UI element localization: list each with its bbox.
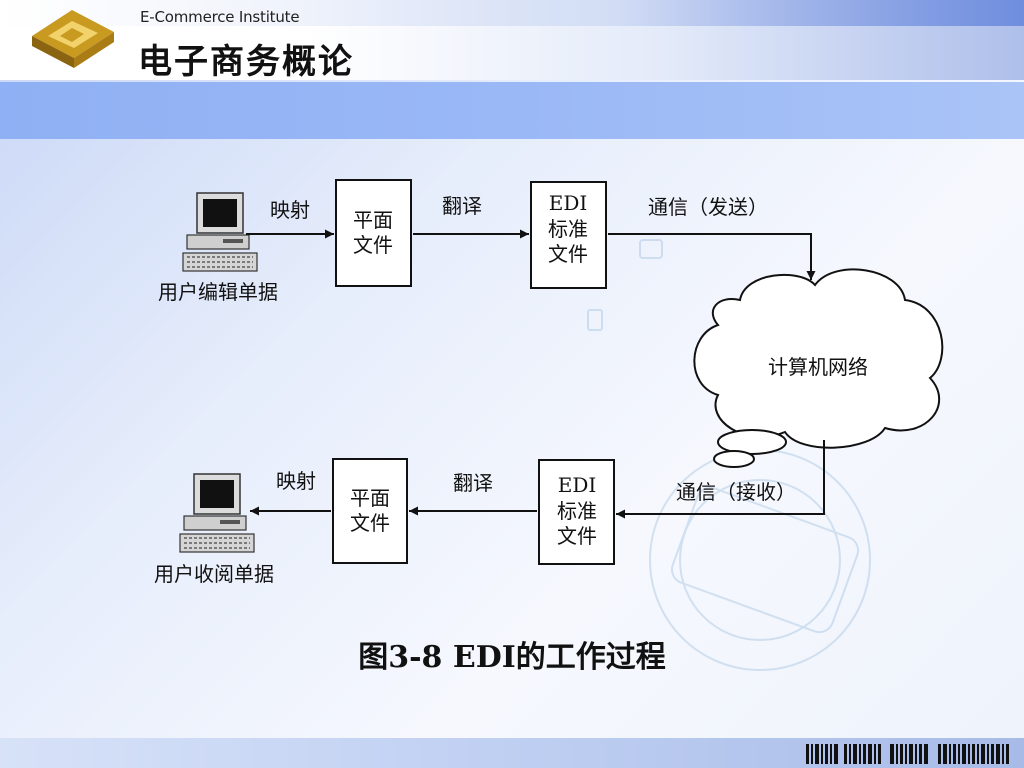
institute-subtitle: E-Commerce Institute [140, 8, 300, 26]
send-label: 通信（发送） [648, 195, 768, 219]
flat-file-text-bottom-2: 文件 [350, 511, 390, 535]
edi-file-text-top-2: 标准 [548, 217, 588, 241]
edi-file-text-top-3: 文件 [548, 242, 588, 266]
receive-arrow [616, 440, 825, 519]
figure-caption: 图3-8 EDI的工作过程 [358, 640, 666, 675]
translate-label-bottom: 翻译 [453, 471, 493, 495]
computer-network-label: 计算机网络 [768, 355, 868, 379]
flat-file-box-bottom [332, 458, 408, 564]
barcode-decoration-icon [806, 744, 1009, 764]
institute-logo-icon [32, 10, 114, 68]
edi-file-text-bottom-3: 文件 [557, 524, 597, 548]
flat-file-text-top-2: 文件 [353, 233, 393, 257]
user-view-document-label: 用户收阅单据 [154, 562, 274, 586]
edi-file-text-bottom-1: EDI [558, 473, 597, 497]
user-computer-top-icon [182, 192, 258, 272]
header-banner: E-Commerce Institute 电子商务概论 [0, 0, 1024, 82]
user-edit-document-label: 用户编辑单据 [158, 280, 278, 304]
send-arrow [608, 233, 816, 280]
user-computer-bottom-icon [179, 473, 255, 553]
edi-file-text-bottom-2: 标准 [557, 499, 597, 523]
edi-file-text-top-1: EDI [549, 191, 588, 215]
flat-file-text-bottom-1: 平面 [350, 486, 390, 510]
edi-standard-file-box-top [530, 181, 607, 289]
translate-label-top: 翻译 [442, 194, 482, 218]
course-title: 电子商务概论 [138, 42, 354, 82]
header-stripe [0, 0, 1024, 26]
title-band [0, 82, 1024, 139]
flat-file-box-top [335, 179, 412, 287]
receive-label: 通信（接收） [676, 480, 796, 504]
edi-standard-file-box-bottom [538, 459, 615, 565]
map-label-bottom: 映射 [276, 469, 316, 493]
flat-file-text-top-1: 平面 [353, 208, 393, 232]
computer-network-cloud [693, 268, 944, 468]
map-label-top: 映射 [270, 198, 310, 222]
